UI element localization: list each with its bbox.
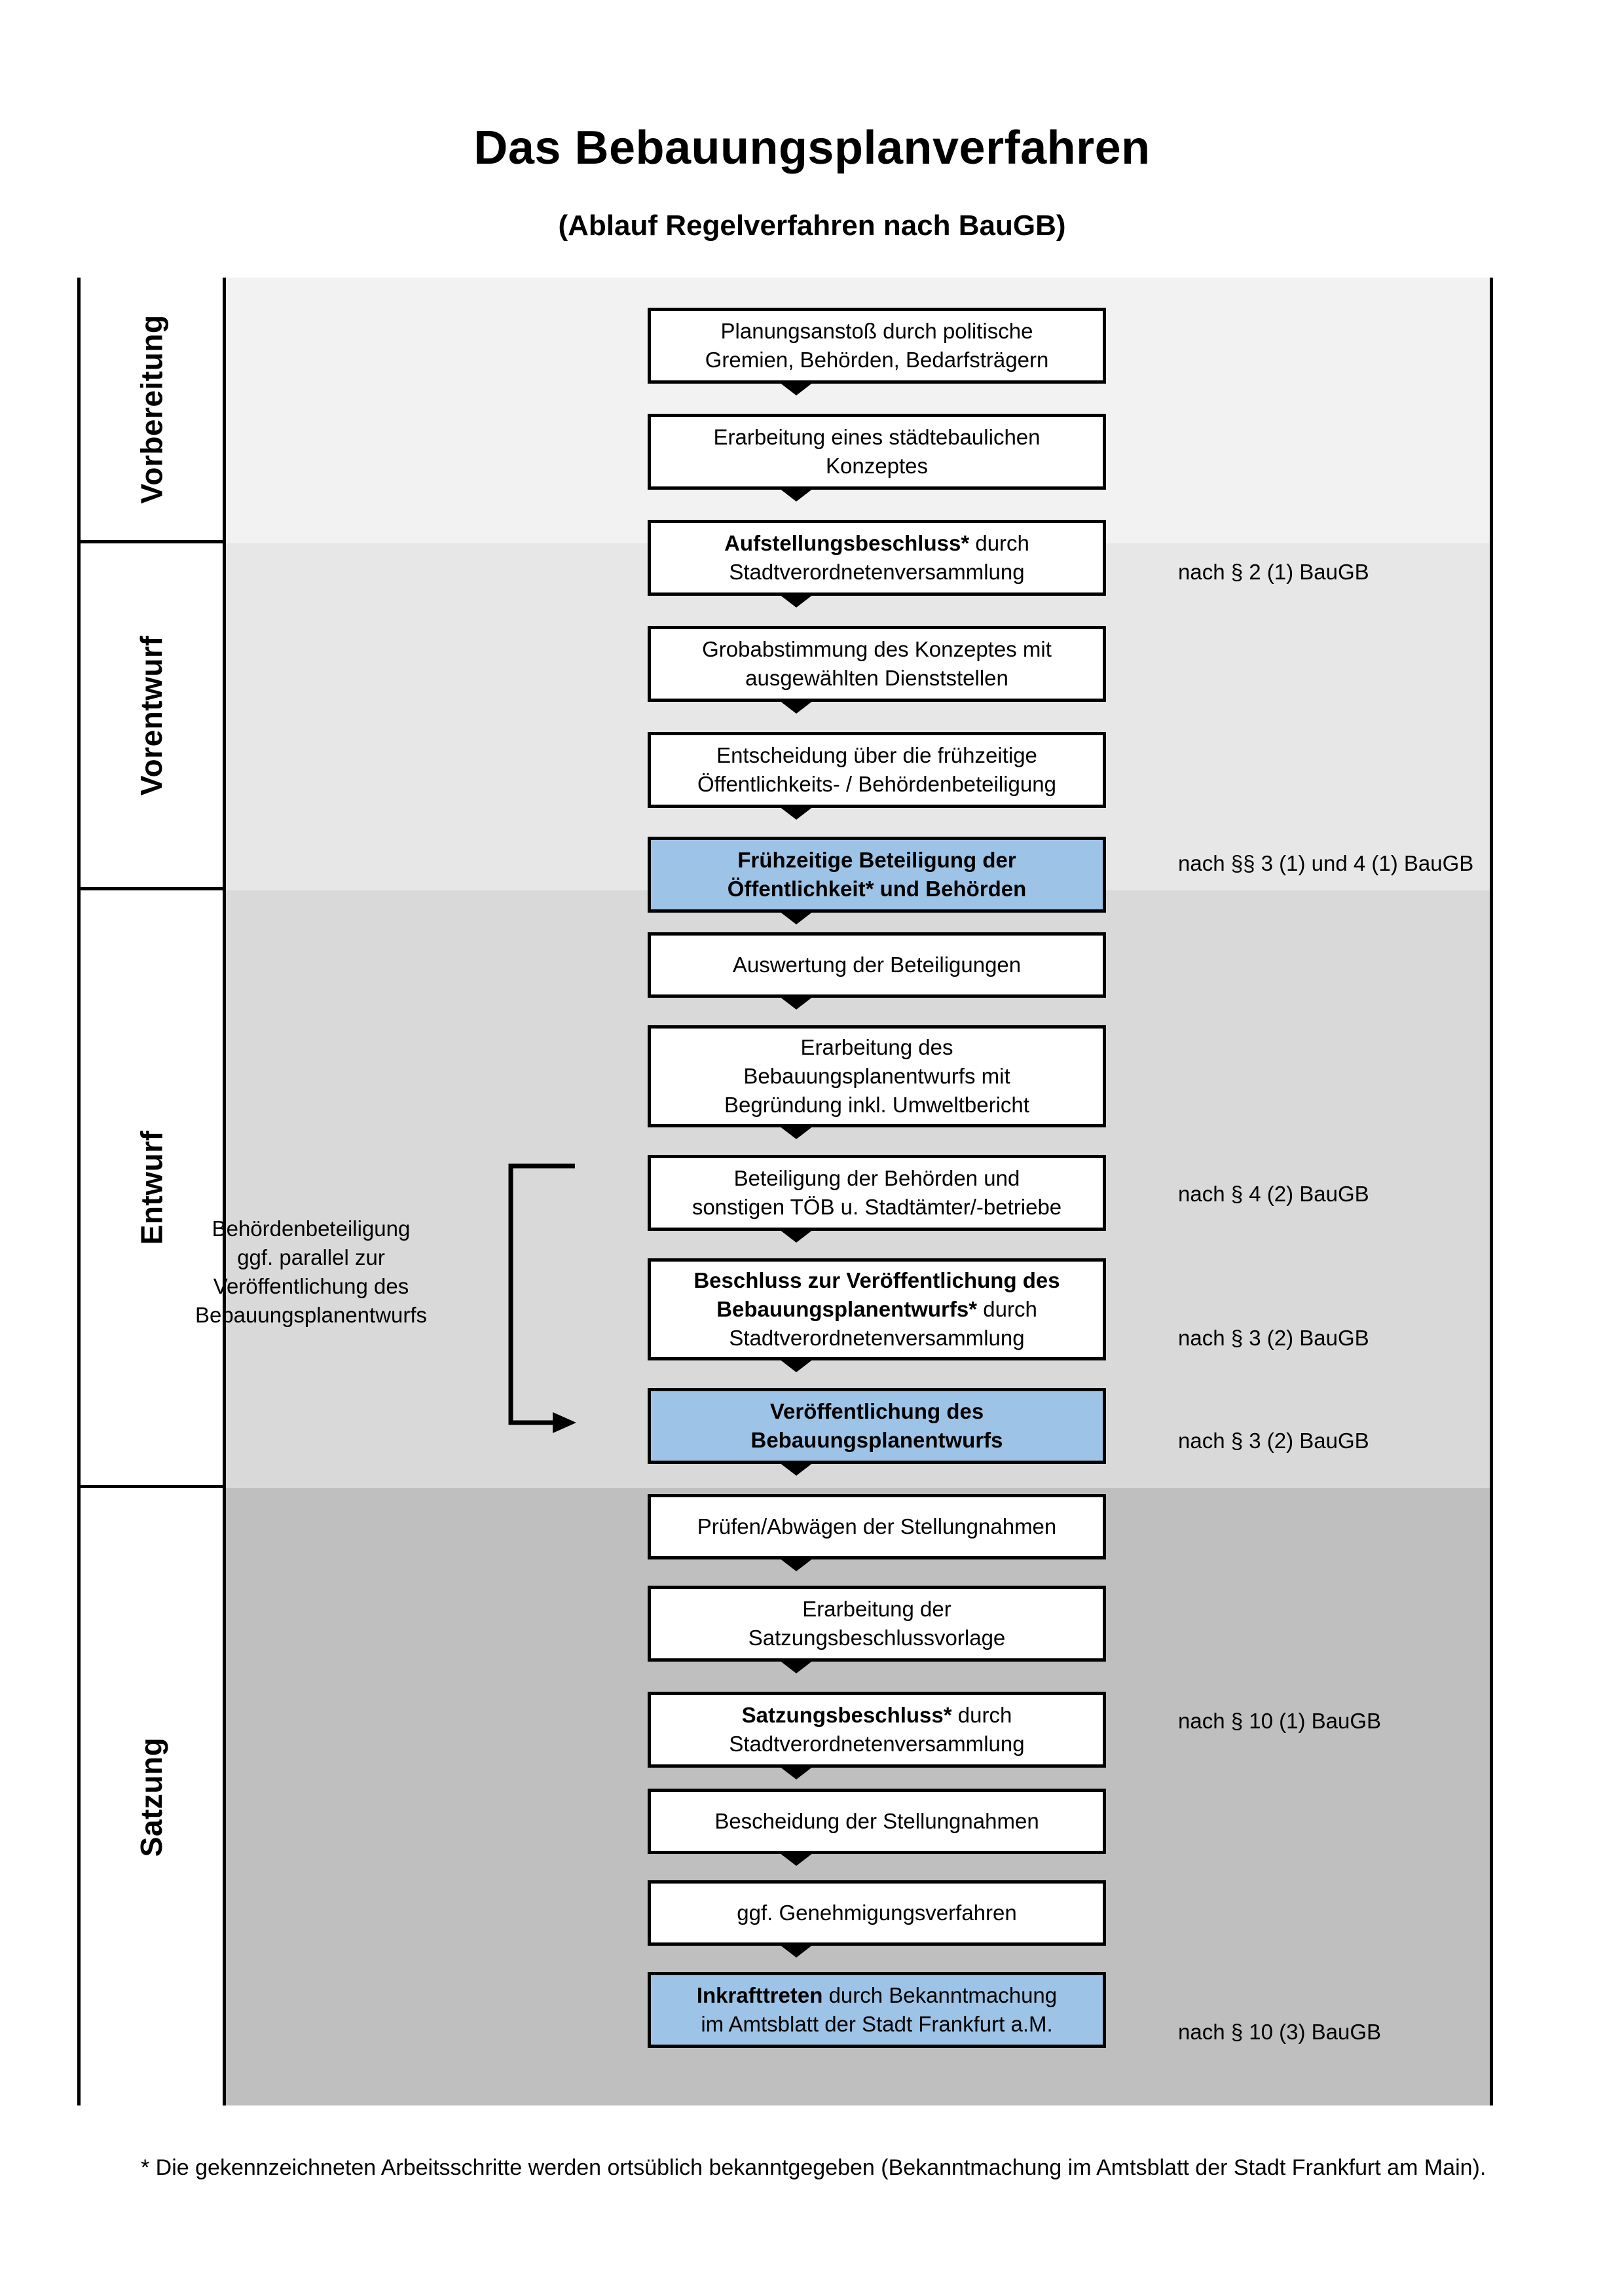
side-note-line: Behördenbeteiligung xyxy=(212,1216,411,1241)
phase-label-text: Vorentwurf xyxy=(134,635,169,795)
ref-beschluss-veroeffentlichung: nach § 3 (2) BauGB xyxy=(1178,1326,1369,1350)
step-line: Satzungsbeschlussvorlage xyxy=(748,1626,1006,1650)
step-line: Erarbeitung des xyxy=(800,1035,953,1060)
ref-veroeffentlichung: nach § 3 (2) BauGB xyxy=(1178,1429,1369,1453)
step-bold-prefix: Inkrafttreten xyxy=(696,1983,823,2008)
step-box-beteiligung-behoerden-toeb: Beteiligung der Behörden und sonstigen TÖ… xyxy=(648,1155,1106,1231)
step-line: Auswertung der Beteiligungen xyxy=(732,953,1022,977)
phase-label-text: Vorbereitung xyxy=(134,314,169,503)
phase-label-entwurf: Entwurf xyxy=(81,890,226,1488)
step-line: Prüfen/Abwägen der Stellungnahmen xyxy=(697,1514,1057,1539)
step-box-pruefen-abwaegen: Prüfen/Abwägen der Stellungnahmen xyxy=(648,1494,1106,1559)
step-line: Grobabstimmung des Konzeptes mit xyxy=(702,637,1052,662)
step-box-bescheidung-stellungnahmen: Bescheidung der Stellungnahmen xyxy=(648,1789,1106,1854)
step-line: Erarbeitung eines städtebaulichen xyxy=(713,425,1041,450)
step-line: durch xyxy=(969,531,1029,556)
parallel-process-connector xyxy=(508,1163,576,1433)
step-line: Öffentlichkeit* und Behörden xyxy=(727,877,1027,901)
page-title: Das Bebauungsplanverfahren xyxy=(473,122,1151,174)
phase-label-satzung: Satzung xyxy=(81,1488,226,2105)
step-line: ausgewählten Dienststellen xyxy=(745,666,1008,690)
phase-band-vorentwurf xyxy=(226,543,1490,890)
ref-beteiligung-behoerden: nach § 4 (2) BauGB xyxy=(1178,1182,1369,1206)
step-line: Stadtverordnetenversammlung xyxy=(729,1325,1025,1350)
step-box-beschluss-veroeffentlichung: Beschluss zur Veröffentlichung des Bebau… xyxy=(648,1258,1106,1360)
phase-label-vorentwurf: Vorentwurf xyxy=(81,543,226,890)
step-bold-prefix: Satzungsbeschluss* xyxy=(741,1703,952,1728)
side-note-line: Veröffentlichung des xyxy=(213,1273,409,1298)
step-line: Öffentlichkeits- / Behördenbeteiligung xyxy=(697,772,1056,796)
step-line: Bebauungsplanentwurfs xyxy=(750,1428,1003,1452)
footnote: * Die gekennzeichneten Arbeitsschritte w… xyxy=(141,2155,1486,2180)
step-box-text: Grobabstimmung des Konzeptes mit ausgewäh… xyxy=(702,635,1052,693)
step-line: Erarbeitung der xyxy=(802,1597,951,1622)
step-line: durch xyxy=(951,1703,1012,1728)
step-box-text: Beteiligung der Behörden und sonstigen TÖ… xyxy=(692,1164,1061,1222)
step-line: Veröffentlichung des xyxy=(769,1399,984,1424)
phase-label-text: Satzung xyxy=(134,1737,169,1857)
phase-label-vorbereitung: Vorbereitung xyxy=(81,278,226,543)
step-box-text: ggf. Genehmigungsverfahren xyxy=(737,1899,1016,1927)
step-line: Stadtverordnetenversammlung xyxy=(729,560,1025,584)
step-box-text: Inkrafttreten durch Bekanntmachung im Amt… xyxy=(697,1981,1057,2039)
step-box-text: Auswertung der Beteiligungen xyxy=(733,951,1021,979)
step-line: Bescheidung der Stellungnahmen xyxy=(714,1809,1039,1834)
ref-inkrafttreten: nach § 10 (3) BauGB xyxy=(1178,2020,1382,2044)
step-line: Konzeptes xyxy=(826,454,928,478)
step-box-text: Prüfen/Abwägen der Stellungnahmen xyxy=(697,1512,1057,1541)
step-line: Entscheidung über die frühzeitige xyxy=(716,743,1037,768)
step-line: Begründung inkl. Umweltbericht xyxy=(724,1092,1029,1117)
page-subtitle: (Ablauf Regelverfahren nach BauGB) xyxy=(558,210,1066,242)
step-line: Frühzeitige Beteiligung der xyxy=(737,848,1016,873)
step-bold-prefix: Beschluss zur Veröffentlichung des Bebau… xyxy=(693,1268,1060,1322)
step-box-text: Bescheidung der Stellungnahmen xyxy=(714,1807,1039,1836)
step-line: sonstigen TÖB u. Stadtämter/-betriebe xyxy=(692,1195,1062,1219)
step-line: Planungsanstoß durch politische xyxy=(720,319,1033,344)
step-box-auswertung-beteiligungen: Auswertung der Beteiligungen xyxy=(648,932,1106,998)
step-line: Beteiligung der Behörden und xyxy=(733,1166,1020,1191)
step-box-inkrafttreten: Inkrafttreten durch Bekanntmachung im Amt… xyxy=(648,1972,1106,2048)
ref-fruehzeitige-beteiligung: nach §§ 3 (1) und 4 (1) BauGB xyxy=(1178,851,1474,875)
step-line: durch xyxy=(977,1297,1037,1322)
step-bold-prefix: Aufstellungsbeschluss* xyxy=(724,531,970,556)
step-box-text: Beschluss zur Veröffentlichung des Bebau… xyxy=(657,1266,1096,1353)
side-note-line: Bebauungsplanentwurfs xyxy=(194,1302,428,1327)
step-line: im Amtsblatt der Stadt Frankfurt a.M. xyxy=(701,2012,1053,2036)
ref-aufstellungsbeschluss: nach § 2 (1) BauGB xyxy=(1178,560,1369,584)
side-note-line: ggf. parallel zur xyxy=(237,1245,385,1269)
step-box-genehmigungsverfahren: ggf. Genehmigungsverfahren xyxy=(648,1880,1106,1946)
step-line: Stadtverordnetenversammlung xyxy=(729,1732,1025,1756)
step-line: Gremien, Behörden, Bedarfsträgern xyxy=(705,348,1049,372)
step-line: ggf. Genehmigungsverfahren xyxy=(737,1901,1017,1925)
step-line: durch Bekanntmachung xyxy=(822,1983,1058,2008)
step-box-grobabstimmung: Grobabstimmung des Konzeptes mit ausgewäh… xyxy=(648,626,1106,702)
ref-satzungsbeschluss: nach § 10 (1) BauGB xyxy=(1178,1709,1382,1733)
step-line: Bebauungsplanentwurfs mit xyxy=(743,1064,1010,1089)
